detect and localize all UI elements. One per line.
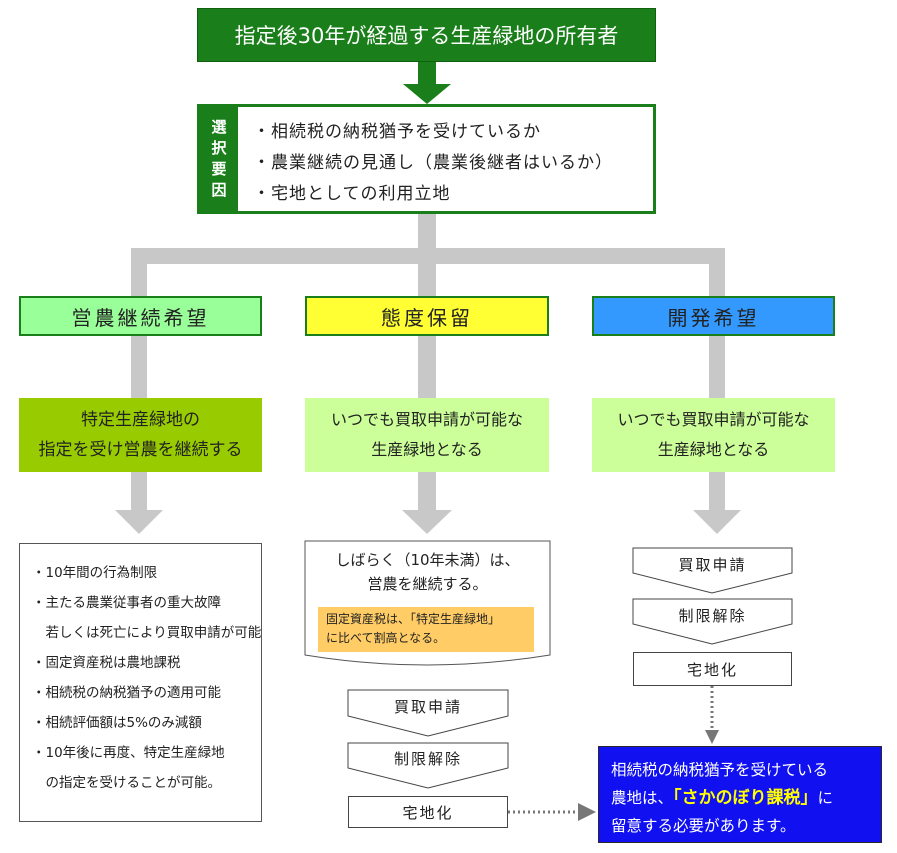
step-center-1-shape xyxy=(347,689,509,737)
desc-undecided: いつでも買取申請が可能な 生産緑地となる xyxy=(305,398,549,472)
tree-branch-center xyxy=(418,248,436,296)
list-item: の指定を受けることが可能。 xyxy=(32,775,221,791)
tree-branch-right xyxy=(709,248,725,296)
list-item: ・相続評価額は5%のみ減額 xyxy=(32,715,202,731)
factor-label-char: 因 xyxy=(211,181,227,199)
step-center-purchase-request: 買取申請 xyxy=(348,693,508,719)
step-right-2-shape xyxy=(632,598,793,645)
list-item: ・固定資産税は農地課税 xyxy=(32,655,181,671)
desc-continue-farming: 特定生産緑地の 指定を受け営農を継続する xyxy=(19,398,262,472)
list-item: ・主たる農業従事者の重大故障 xyxy=(32,595,221,611)
step-label: 制限解除 xyxy=(393,750,462,768)
step-right-1-shape xyxy=(632,547,793,594)
list-item: ・相続税の納税猶予の適用可能 xyxy=(32,685,221,701)
step-center-2-shape xyxy=(347,742,509,789)
down-arrow-center-head xyxy=(402,510,452,534)
connector-right-1 xyxy=(709,336,725,398)
list-item: ・10年後に再度、特定生産緑地 xyxy=(32,745,225,761)
note-highlight: 固定資産税は、「特定生産緑地」 に比べて割高となる。 xyxy=(318,607,534,652)
down-arrow-left-shaft xyxy=(131,472,147,512)
warning-line: 留意する必要があります。 xyxy=(611,817,796,835)
note-highlight-line: 固定資産税は、「特定生産緑地」 xyxy=(326,612,501,626)
desc-line: 指定を受け営農を継続する xyxy=(38,440,243,460)
note-line: しばらく（10年未満）は、 xyxy=(335,551,520,569)
warning-line-post: に xyxy=(817,789,834,807)
step-label: 宅地化 xyxy=(402,803,454,822)
page-title-text: 指定後30年が経過する生産緑地の所有者 xyxy=(234,24,619,48)
desc-line: 生産緑地となる xyxy=(657,440,770,459)
list-item: 若しくは死亡により買取申請が可能 xyxy=(32,625,262,641)
category-undecided: 態度保留 xyxy=(305,296,549,336)
conditions-list: ・10年間の行為制限 ・主たる農業従事者の重大故障 若しくは死亡により買取申請が… xyxy=(19,543,262,822)
factor-label-char: 選 xyxy=(211,118,227,136)
desc-line: 生産緑地となる xyxy=(371,440,483,459)
down-arrow-right-head xyxy=(693,510,741,534)
tree-branch-left xyxy=(131,248,147,296)
title-arrow-shaft xyxy=(418,62,436,84)
note-highlight-line: に比べて割高となる。 xyxy=(326,631,446,645)
retroactive-tax-warning: 相続税の納税猶予を受けている 農地は、「さかのぼり課税」に 留意する必要がありま… xyxy=(598,746,882,843)
selection-factors-box: 選 択 要 因 ・相続税の納税猶予を受けているか ・農業継続の見通し（農業後継者… xyxy=(197,104,656,214)
connector-center-1 xyxy=(418,336,436,398)
note-line: 営農を継続する。 xyxy=(367,575,488,593)
page-title: 指定後30年が経過する生産緑地の所有者 xyxy=(197,8,656,62)
list-item: ・10年間の行為制限 xyxy=(32,565,158,581)
tree-trunk xyxy=(418,214,436,256)
factor-item: ・宅地としての利用立地 xyxy=(253,184,451,204)
title-arrow-head xyxy=(403,84,451,104)
factor-label-char: 要 xyxy=(211,160,227,178)
step-center-residential: 宅地化 xyxy=(348,796,508,828)
warning-line: 相続税の納税猶予を受けている xyxy=(611,761,829,779)
warning-emphasis: 「さかのぼり課税」 xyxy=(673,788,818,808)
down-arrow-center-shaft xyxy=(418,472,436,512)
down-arrow-left-head xyxy=(115,510,163,534)
warning-line-pre: 農地は、 xyxy=(611,789,674,807)
factor-item: ・相続税の納税猶予を受けているか xyxy=(253,122,541,142)
warning-line: 農地は、「さかのぼり課税」に xyxy=(611,784,869,812)
desc-line: いつでも買取申請が可能な xyxy=(617,410,810,429)
dotted-arrow-center-head xyxy=(578,803,596,821)
step-label: 宅地化 xyxy=(686,660,738,679)
category-label: 態度保留 xyxy=(381,305,473,330)
category-label: 営農継続希望 xyxy=(71,305,210,330)
category-development: 開発希望 xyxy=(592,296,835,336)
desc-line: いつでも買取申請が可能な xyxy=(330,410,523,429)
step-right-restriction-lift: 制限解除 xyxy=(633,603,792,628)
step-label: 買取申請 xyxy=(678,556,747,574)
factor-label-char: 択 xyxy=(211,139,227,157)
down-arrow-right-shaft xyxy=(709,472,725,512)
dotted-arrow-right-head xyxy=(705,730,719,744)
note-text: しばらく（10年未満）は、 営農を継続する。 xyxy=(305,548,550,596)
category-continue-farming: 営農継続希望 xyxy=(19,296,262,336)
step-right-purchase-request: 買取申請 xyxy=(633,552,792,577)
category-label: 開発希望 xyxy=(667,305,760,330)
connector-left-1 xyxy=(131,336,147,398)
desc-line: 特定生産緑地の xyxy=(81,410,200,430)
step-center-restriction-lift: 制限解除 xyxy=(348,746,508,771)
step-label: 制限解除 xyxy=(678,607,747,625)
step-right-residential: 宅地化 xyxy=(633,652,792,686)
selection-factors-label: 選 択 要 因 xyxy=(200,107,238,211)
factor-item: ・農業継続の見通し（農業後継者はいるか） xyxy=(253,153,613,173)
step-label: 買取申請 xyxy=(393,697,462,716)
desc-development: いつでも買取申請が可能な 生産緑地となる xyxy=(592,398,835,472)
